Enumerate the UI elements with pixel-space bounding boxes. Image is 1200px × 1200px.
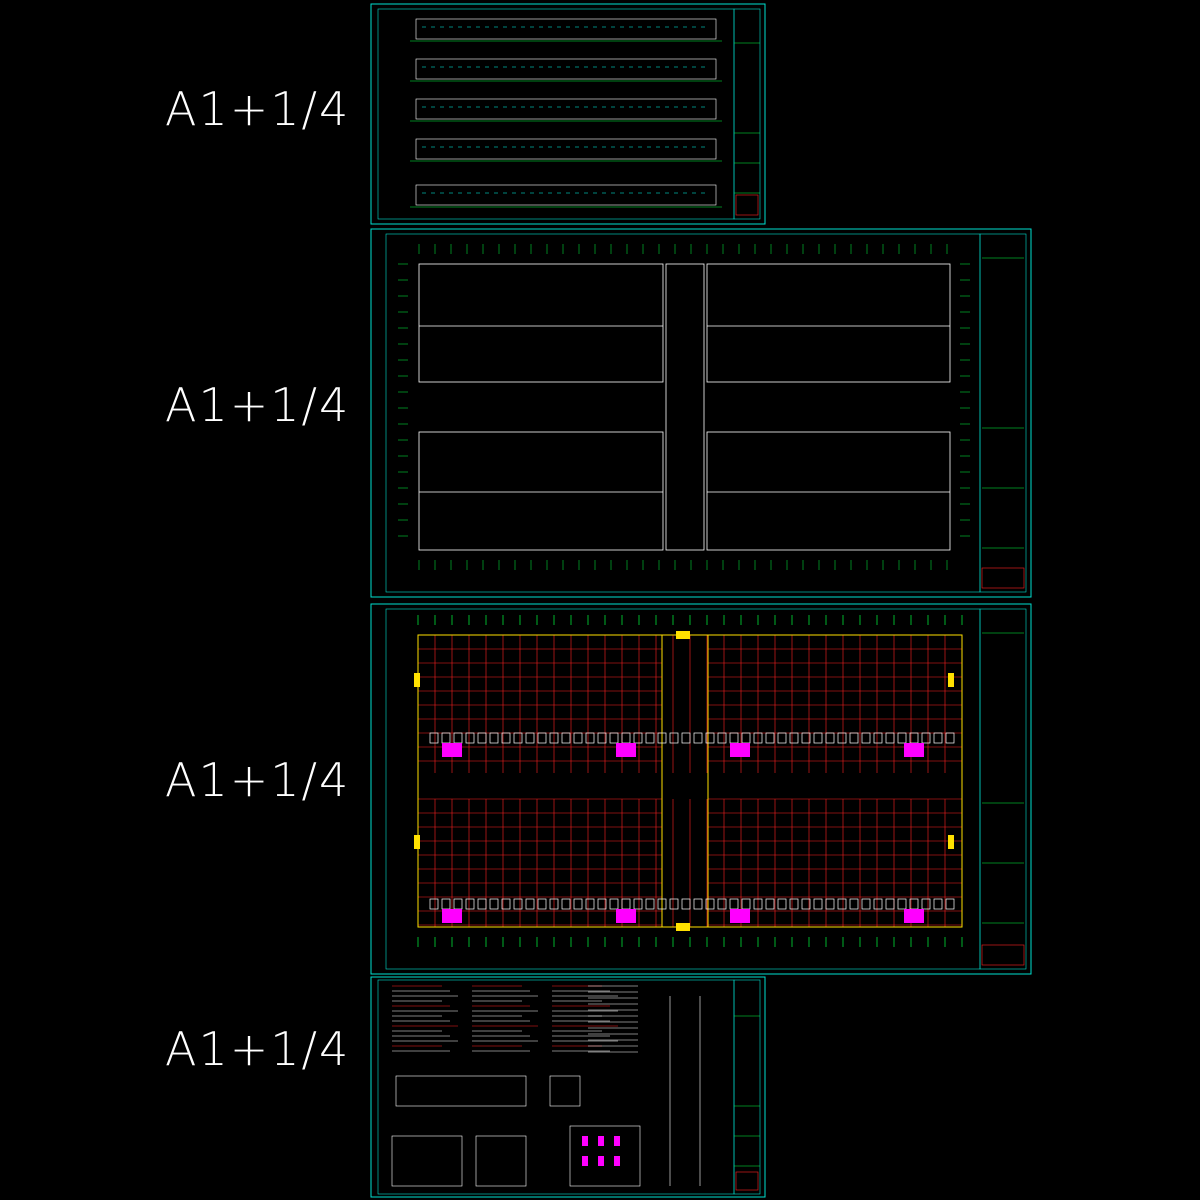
title-block: [734, 42, 760, 194]
drawing-sheet-floor-plan[interactable]: [370, 603, 1032, 975]
drawing-sheet-plan[interactable]: [370, 228, 1032, 598]
sheet-size-label-2: A1+1/4: [165, 378, 351, 432]
sheet-size-label-3: A1+1/4: [165, 753, 351, 807]
drawing-sheet-details[interactable]: [370, 976, 766, 1198]
sheet-size-label-1: A1+1/4: [165, 82, 351, 136]
drawing-sheet-elevations[interactable]: [370, 3, 766, 225]
sheet-size-label-4: A1+1/4: [165, 1022, 351, 1076]
